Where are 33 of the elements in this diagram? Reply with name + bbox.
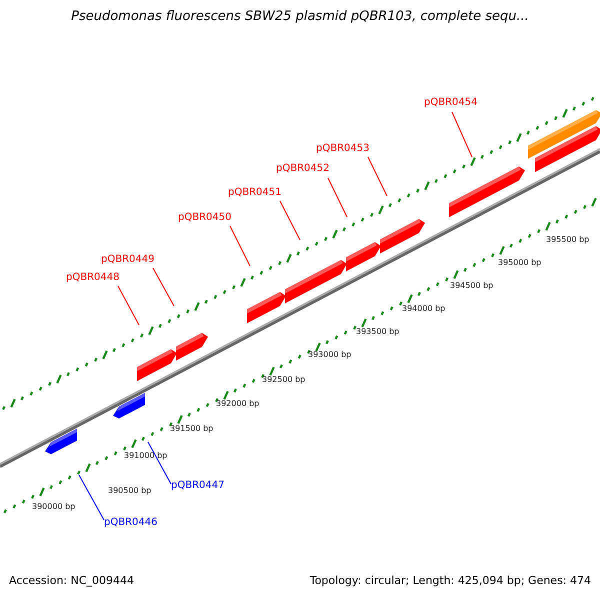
topology-text: Topology: circular; Length: 425,094 bp; Genes: 474 bbox=[310, 575, 591, 586]
leader-line bbox=[230, 226, 250, 266]
scale-label: 393500 bp bbox=[356, 328, 400, 336]
scale-label: 395500 bp bbox=[546, 236, 590, 244]
gene-label: pQBR0449 bbox=[101, 255, 154, 265]
scale-label: 395000 bp bbox=[498, 259, 542, 267]
leader-line bbox=[152, 268, 174, 306]
leader-line bbox=[368, 156, 388, 196]
scale-label: 392000 bp bbox=[216, 400, 260, 408]
scale-label: 394000 bp bbox=[402, 305, 446, 313]
gene-label: pQBR0447 bbox=[171, 481, 224, 491]
title: Pseudomonas fluorescens SBW25 plasmid pQBR103, complete sequ... bbox=[70, 10, 530, 23]
gene-label: pQBR0451 bbox=[228, 188, 282, 198]
scale-label: 390000 bp bbox=[32, 503, 76, 511]
scale-label: 390500 bp bbox=[108, 487, 152, 495]
gene-label: pQBR0454 bbox=[424, 98, 478, 108]
gene-label: pQBR0452 bbox=[276, 164, 330, 174]
leader-line bbox=[328, 178, 348, 218]
leader-line bbox=[78, 474, 104, 520]
leader-line bbox=[148, 442, 172, 484]
gene-label: pQBR0450 bbox=[178, 213, 232, 223]
scale-label: 391500 bp bbox=[170, 425, 214, 433]
scale-label: 392500 bp bbox=[262, 376, 306, 384]
leader-line bbox=[118, 286, 140, 326]
accession-text: Accession: NC_009444 bbox=[9, 575, 134, 586]
scale-label: 393000 bp bbox=[308, 351, 352, 359]
leader-line bbox=[280, 200, 300, 240]
gene-label: pQBR0448 bbox=[66, 273, 120, 283]
gene-label: pQBR0453 bbox=[316, 144, 370, 154]
leader-line bbox=[452, 112, 472, 158]
scale-label: 391000 bp bbox=[124, 452, 168, 460]
scale-label: 394500 bp bbox=[450, 282, 494, 290]
gene-label: pQBR0446 bbox=[104, 518, 158, 528]
